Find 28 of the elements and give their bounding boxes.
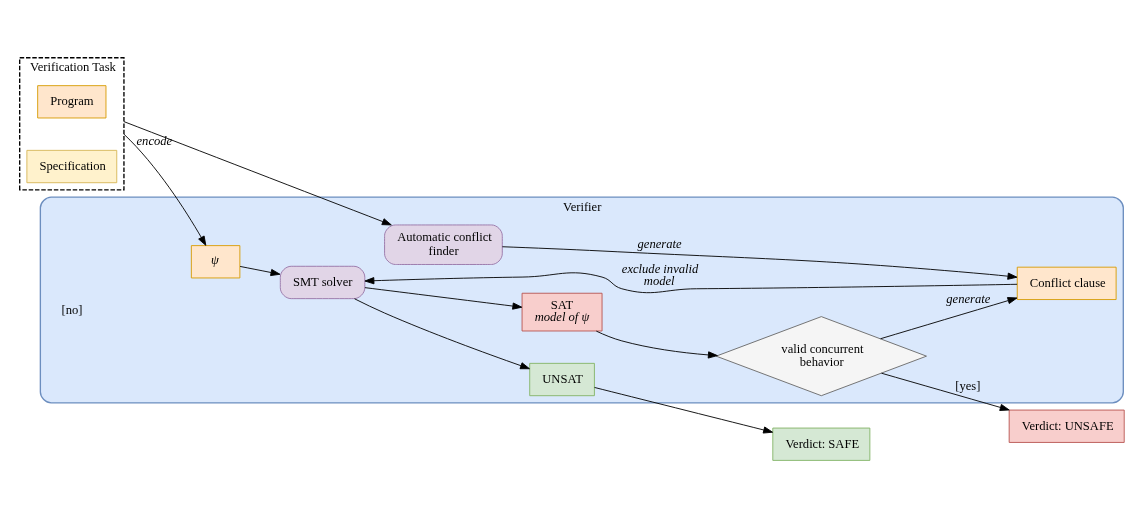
arrow xyxy=(364,272,1018,294)
edge-label: encode xyxy=(136,134,173,149)
node-box: SAT model of ψ xyxy=(521,292,603,332)
arrow xyxy=(239,266,281,277)
node-box: Verdict: UNSAFE xyxy=(1008,409,1125,443)
node-box: SMT solver xyxy=(279,265,366,300)
arrow xyxy=(595,330,718,359)
node-box: ψ xyxy=(190,245,241,279)
edge-label: generate xyxy=(946,292,991,307)
arrow xyxy=(594,387,774,434)
node-box: Conflict clause xyxy=(1016,266,1117,300)
edge-label: [yes] xyxy=(955,379,981,394)
arrow xyxy=(880,297,1018,340)
edge-label: generate xyxy=(637,237,682,252)
node-box: Verdict: SAFE xyxy=(772,427,871,461)
node-box: Automatic conflict finder xyxy=(384,224,503,265)
node-box: UNSAT xyxy=(529,362,595,397)
node-box: Program xyxy=(37,85,107,119)
arrow xyxy=(354,298,530,370)
arrow xyxy=(364,287,523,310)
arrow xyxy=(501,246,1018,280)
arrow xyxy=(881,372,1010,411)
edge-label: exclude invalid model xyxy=(621,261,699,289)
arrow xyxy=(123,121,392,226)
label: [no] xyxy=(61,302,83,317)
node-diamond: valid concurrent behavior xyxy=(715,316,927,397)
arrow xyxy=(123,133,207,246)
node-box: Specification xyxy=(26,149,118,184)
